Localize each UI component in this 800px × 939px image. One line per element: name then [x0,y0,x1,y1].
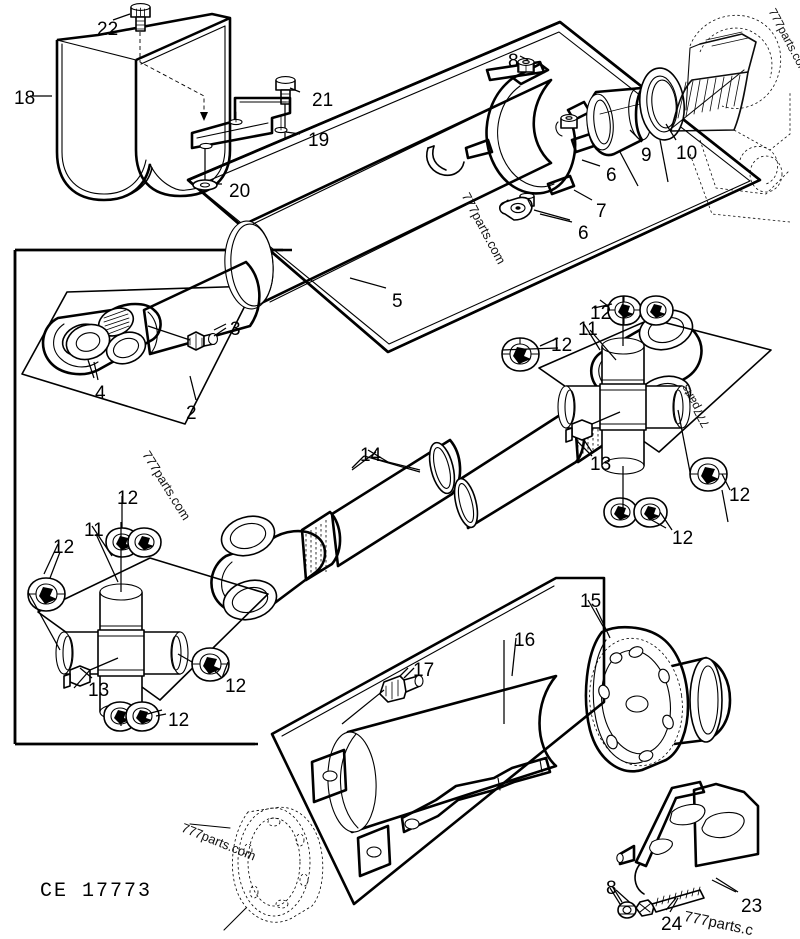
callout-bracket-cap-screw: 24 [661,914,683,935]
callout-snap-ring-r-left: 12 [551,335,573,356]
callout-lock-nut-bracket: 8 [606,878,617,899]
callout-shaft-guard-tube: 5 [392,291,403,312]
callout-clamp-nut-lower: 6 [578,223,589,244]
drawing-code: CE 17773 [40,880,153,903]
callout-splined-slip-yoke: 2 [186,403,197,424]
callout-support-bracket: 23 [741,896,763,917]
part-24-bracket-cap-screw [615,886,705,917]
background-machinery [670,14,791,223]
callout-snap-ring-r-bottom: 12 [672,528,694,549]
callout-grease-fitting-cross-l: 13 [88,680,110,701]
callout-universal-joint-cross-r: 11 [578,319,598,340]
frame-lines [13,20,761,746]
part-3-grease-fitting [147,325,227,351]
part-21-bracket-bolt [275,76,296,140]
part-20-flat-washer [192,148,218,191]
part-23-support-bracket [616,780,760,895]
callout-shaft-guard-half: 16 [514,630,536,651]
callout-snap-ring-r-top: 12 [590,303,612,324]
part-8-lock-nut-bracket [609,887,637,919]
part-4-dust-cap-seal [65,323,111,379]
callout-bearing-spacer: 9 [641,145,652,166]
part-6-clamp-nut-upper [555,114,578,137]
part-17-guard-mounting-bolt [341,667,424,725]
part-12-snap-ring-right-right [677,409,729,523]
frame-guard-16 [270,576,606,906]
part-12-snap-ring-left-top [105,522,162,592]
part-19-mounting-bracket [190,96,292,150]
callout-guard-mounting-bolt: 17 [413,660,435,681]
callout-clamp-nut-upper: 6 [606,165,617,186]
callout-grease-fitting-cross-r: 13 [590,454,612,475]
part-9-bearing-spacer [586,86,652,187]
callout-telescoping-drive-shaft: 14 [360,445,382,466]
part-14-telescoping-drive-shaft [210,309,703,621]
part-8-lock-nut-clamp [517,58,535,73]
part-18-shield-cover [55,12,232,202]
callout-seal-ring: 10 [676,143,698,164]
part-13-grease-fitting-right [565,411,621,457]
background-flange-phantom [189,806,324,931]
callout-shield-bolt: 22 [97,19,119,40]
callout-snap-ring-l-bottom: 12 [168,710,190,731]
part-11-universal-joint-cross-right [557,329,691,475]
callout-mounting-bracket: 19 [308,130,330,151]
part-13-grease-fitting-left [63,657,119,689]
callout-lock-nut-clamp: 8 [508,51,519,72]
callout-split-clamp-ring: 7 [596,201,607,222]
part-12-snap-ring-left-bottom [103,701,167,732]
callout-snap-ring-l-right: 12 [225,676,247,697]
callout-shield-cover: 18 [14,88,36,109]
part-6-clamp-nut-lower [498,196,571,221]
part-12-snap-ring-left-right [177,647,230,682]
callout-bracket-bolt: 21 [312,90,334,111]
callout-snap-ring-r-right: 12 [729,485,751,506]
callout-grease-fitting-upper: 3 [230,319,241,340]
leader-lines [30,13,739,911]
part-22-shield-bolt [130,3,208,121]
callout-snap-ring-l-left: 12 [53,537,75,558]
part-12-snap-ring-right-top [599,295,674,346]
callout-universal-joint-cross-l: 11 [84,520,104,541]
part-12-snap-ring-left-left [27,551,66,651]
part-15-flange-yoke [584,607,732,773]
part-12-snap-ring-right-left [501,337,559,372]
part-7-split-clamp-ring [464,60,602,207]
callout-dust-cap-seal: 4 [95,383,106,404]
callout-flange-yoke: 15 [580,591,602,612]
callout-flat-washer: 20 [229,181,251,202]
part-16-shaft-guard-half [310,640,558,878]
callout-snap-ring-l-top: 12 [117,488,139,509]
part-12-snap-ring-right-bottom [603,466,673,531]
